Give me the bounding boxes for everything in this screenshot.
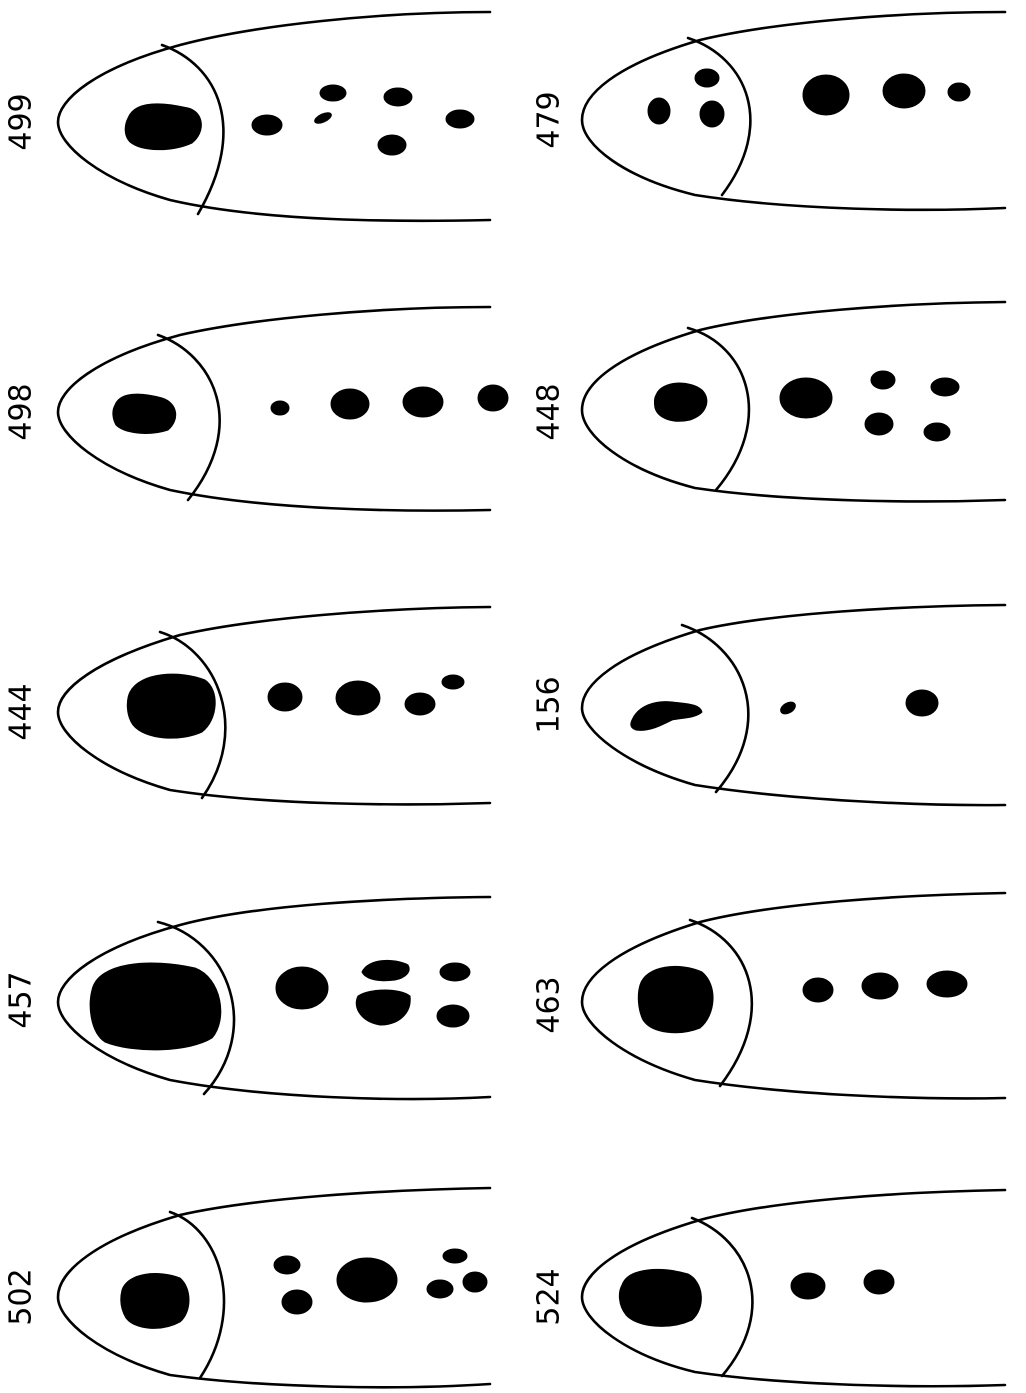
secondary-spot (405, 693, 435, 715)
specimen-524: 524 (532, 1190, 1006, 1386)
secondary-spot (331, 389, 369, 419)
specimen-label-448: 448 (532, 383, 567, 440)
secondary-spot (924, 423, 950, 441)
secondary-spot (948, 83, 970, 101)
specimen-label-524: 524 (532, 1268, 567, 1325)
secondary-spot (931, 378, 959, 396)
specimen-label-156: 156 (532, 676, 567, 733)
secondary-spot (442, 675, 464, 689)
primary-spot (638, 966, 713, 1032)
specimen-448: 448 (532, 302, 1006, 501)
secondary-spot (883, 74, 925, 108)
specimen-body-outline (582, 12, 1005, 210)
primary-spot (127, 674, 215, 738)
secondary-spot (440, 963, 470, 981)
secondary-spot (865, 413, 893, 435)
specimen-463: 463 (532, 893, 1006, 1098)
specimen-499: 499 (4, 12, 491, 221)
secondary-spot (695, 69, 719, 87)
secondary-spot (268, 683, 302, 711)
secondary-spot (427, 1280, 453, 1298)
specimen-label-498: 498 (4, 383, 39, 440)
secondary-spot (378, 135, 406, 155)
specimen-label-479: 479 (532, 91, 567, 148)
secondary-spot (403, 387, 443, 417)
secondary-spot (271, 401, 289, 415)
secondary-spot (700, 101, 724, 127)
secondary-spot (320, 85, 346, 101)
specimen-label-457: 457 (4, 971, 39, 1028)
secondary-spot (437, 1005, 469, 1027)
secondary-spot (779, 700, 798, 717)
secondary-spot (362, 960, 409, 980)
specimen-label-502: 502 (4, 1268, 39, 1325)
secondary-spot (648, 98, 670, 124)
specimen-444: 444 (4, 607, 491, 804)
secondary-spot (384, 88, 412, 106)
secondary-spot (803, 978, 833, 1002)
secondary-spot (274, 1256, 300, 1274)
primary-spot (619, 1269, 701, 1326)
secondary-spot (906, 690, 938, 716)
primary-spot (125, 104, 201, 150)
specimen-502: 502 (4, 1188, 491, 1387)
secondary-spot (803, 75, 849, 115)
specimen-479: 479 (532, 12, 1006, 210)
secondary-spot (871, 371, 895, 389)
specimen-label-499: 499 (4, 93, 39, 150)
secondary-spot (791, 1273, 825, 1299)
secondary-spot (463, 1272, 487, 1292)
secondary-spot (282, 1290, 312, 1314)
primary-spot (113, 394, 176, 433)
secondary-spot (313, 111, 333, 126)
primary-spot (654, 383, 707, 421)
secondary-spot (337, 1258, 397, 1302)
secondary-spot (864, 1270, 894, 1294)
secondary-spot (252, 115, 282, 135)
secondary-spot (478, 385, 508, 411)
specimen-156: 156 (532, 605, 1006, 805)
secondary-spot (356, 990, 410, 1025)
specimen-498: 498 (4, 307, 509, 511)
secondary-spot (443, 1249, 467, 1263)
secondary-spot (927, 971, 967, 997)
secondary-spot (446, 110, 474, 128)
specimen-label-463: 463 (532, 976, 567, 1033)
primary-spot (90, 963, 221, 1050)
specimen-457: 457 (4, 897, 491, 1099)
primary-spot (631, 702, 702, 731)
secondary-spot (336, 681, 380, 715)
secondary-spot (276, 967, 328, 1009)
secondary-spot (780, 378, 832, 418)
secondary-spot (862, 973, 898, 999)
specimen-label-444: 444 (4, 683, 39, 740)
primary-spot (121, 1274, 189, 1329)
